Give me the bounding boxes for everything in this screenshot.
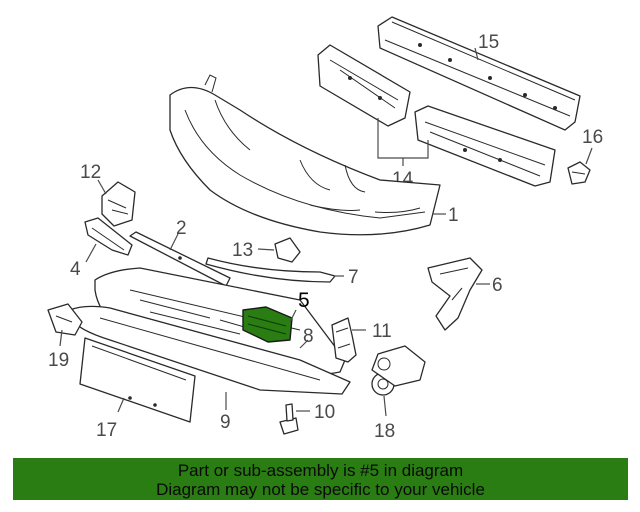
part-10-screw	[279, 403, 299, 435]
part-12-bracket	[101, 181, 136, 227]
info-banner: Part or sub-assembly is #5 in diagram Di…	[13, 458, 628, 500]
part-7-moulding-strip	[205, 257, 336, 283]
part-4-grille-trim	[84, 217, 133, 256]
part-14-energy-absorber-upper	[317, 44, 411, 127]
banner-line-2: Diagram may not be specific to your vehi…	[156, 480, 485, 499]
callout-9: 9	[220, 412, 231, 433]
callout-4: 4	[70, 259, 81, 280]
part-13-retainer	[274, 237, 301, 263]
callout-5: 5	[298, 289, 310, 312]
callout-2: 2	[176, 218, 187, 239]
callout-13: 13	[232, 240, 253, 261]
callout-16: 16	[582, 127, 603, 148]
part-15-reinforcement-beam	[377, 16, 581, 131]
callout-7: 7	[348, 267, 359, 288]
callout-6: 6	[492, 275, 503, 296]
part-11-fog-lamp-bracket	[331, 317, 357, 363]
callout-17: 17	[96, 420, 117, 441]
part-1-bumper-cover	[169, 74, 441, 236]
part-14-energy-absorber-lower	[414, 105, 556, 187]
part-5-fog-lamp-cover	[242, 306, 293, 343]
part-18-parking-sensor	[371, 345, 426, 396]
part-16-clip	[567, 161, 591, 185]
part-2-bracket-strip	[129, 231, 231, 287]
callout-12: 12	[80, 162, 101, 183]
parts-diagram: 15 14 16 1 12 4	[47, 16, 603, 442]
callout-10: 10	[314, 402, 335, 423]
callout-8: 8	[303, 326, 314, 347]
callout-11: 11	[372, 321, 392, 342]
part-17-licence-plate-bracket	[79, 337, 196, 423]
part-19-small-bracket	[47, 303, 83, 336]
banner-line-1: Part or sub-assembly is #5 in diagram	[177, 461, 464, 480]
part-6-side-bracket	[427, 257, 483, 331]
callout-1: 1	[448, 205, 459, 226]
callout-15: 15	[478, 32, 499, 53]
callout-19: 19	[48, 350, 69, 371]
callout-18: 18	[374, 421, 395, 442]
